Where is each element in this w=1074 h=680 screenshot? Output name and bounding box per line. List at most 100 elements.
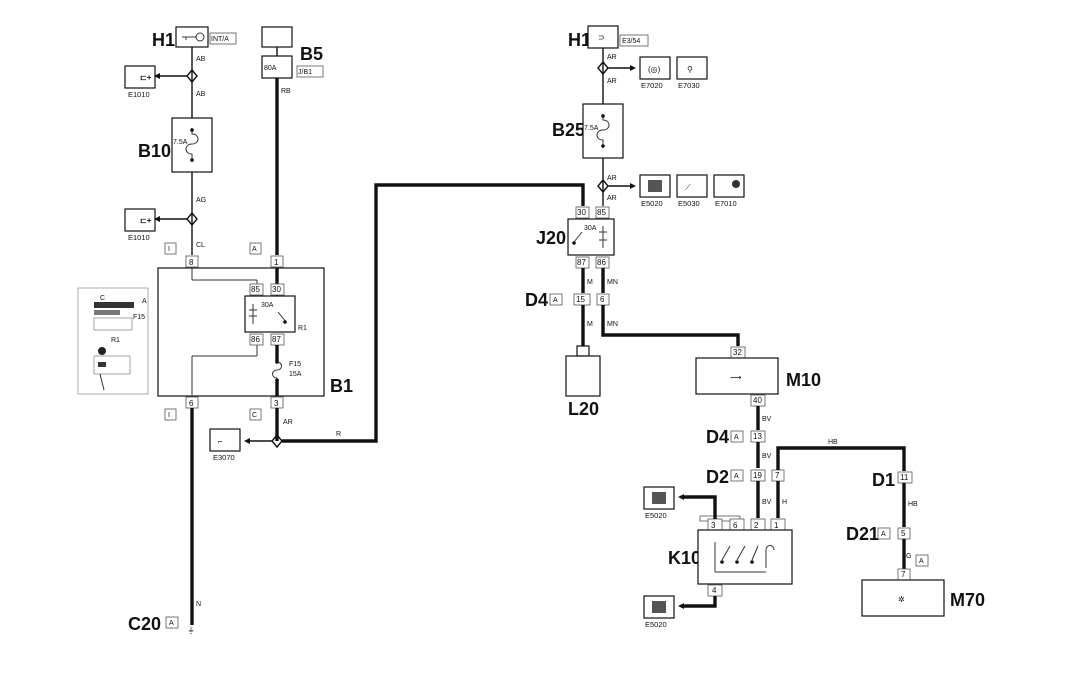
m70-label: M70 xyxy=(950,590,985,610)
svg-text:R1: R1 xyxy=(111,337,120,344)
svg-text:15A: 15A xyxy=(289,371,302,378)
b1-label: B1 xyxy=(330,376,353,396)
svg-text:A: A xyxy=(142,298,147,305)
svg-text:BV: BV xyxy=(762,499,772,506)
battery-b5-icon xyxy=(261,26,293,48)
svg-text:11: 11 xyxy=(900,473,909,482)
b10-label: B10 xyxy=(138,141,171,161)
svg-text:I: I xyxy=(168,246,170,253)
svg-text:AR: AR xyxy=(607,54,617,61)
svg-text:5: 5 xyxy=(901,529,906,538)
svg-text:G: G xyxy=(906,553,911,560)
wire-r xyxy=(282,183,585,443)
ground-icon: ⏚ xyxy=(187,626,195,635)
svg-text:86: 86 xyxy=(597,258,606,267)
battery-icon xyxy=(124,65,156,89)
svg-text:7: 7 xyxy=(775,471,780,480)
svg-text:80A: 80A xyxy=(264,65,277,72)
svg-text:HB: HB xyxy=(908,501,918,508)
relay-coil-symbol xyxy=(249,304,257,324)
d4-top-label: D4 xyxy=(525,290,548,310)
l20-label: L20 xyxy=(568,399,599,419)
svg-text:⚲: ⚲ xyxy=(687,65,693,74)
svg-text:E3070: E3070 xyxy=(213,453,235,462)
svg-text:E1010: E1010 xyxy=(128,90,150,99)
svg-text:13: 13 xyxy=(753,432,762,441)
sensor-icon xyxy=(676,174,708,198)
motor-m10 xyxy=(695,357,779,395)
svg-text:15: 15 xyxy=(576,295,585,304)
fan-icon: ✲ xyxy=(898,595,905,604)
switch-k10 xyxy=(697,529,793,585)
h1-right-label: H1 xyxy=(568,30,591,50)
wire-mn xyxy=(601,305,740,346)
svg-text:E1010: E1010 xyxy=(128,233,150,242)
battery-icon-2 xyxy=(124,208,156,232)
svg-text:30: 30 xyxy=(272,285,281,294)
svg-text:30A: 30A xyxy=(584,225,597,232)
svg-text:A: A xyxy=(734,434,739,441)
svg-text:A: A xyxy=(169,620,174,627)
fuel-pump-icon: ⟿ xyxy=(730,373,742,382)
key-icon xyxy=(182,32,205,42)
svg-text:E7010: E7010 xyxy=(715,199,737,208)
svg-text:MN: MN xyxy=(607,321,618,328)
svg-text:R1: R1 xyxy=(298,325,307,332)
svg-text:6: 6 xyxy=(733,521,738,530)
svg-text:A: A xyxy=(252,246,257,253)
svg-text:1: 1 xyxy=(774,521,779,530)
svg-text:H: H xyxy=(782,499,787,506)
svg-text:3: 3 xyxy=(274,399,279,408)
seat-icon xyxy=(209,428,241,452)
svg-text:M: M xyxy=(587,321,593,328)
svg-text:⊏+: ⊏+ xyxy=(140,216,152,225)
svg-text:2: 2 xyxy=(754,521,759,530)
svg-text:F15: F15 xyxy=(133,314,145,321)
svg-text:30A: 30A xyxy=(261,302,274,309)
svg-text:85: 85 xyxy=(251,285,260,294)
svg-text:AR: AR xyxy=(607,195,617,202)
svg-text:AB: AB xyxy=(196,91,206,98)
body-computer-b1 xyxy=(157,267,325,397)
splice-node xyxy=(186,68,198,84)
svg-text:E7020: E7020 xyxy=(641,81,663,90)
svg-text:(◎): (◎) xyxy=(648,65,661,74)
svg-text:HB: HB xyxy=(828,439,838,446)
switch-contacts-symbol xyxy=(714,542,775,573)
svg-text:30: 30 xyxy=(577,208,586,217)
svg-text:E7030: E7030 xyxy=(678,81,700,90)
svg-text:F15: F15 xyxy=(289,361,301,368)
svg-text:AR: AR xyxy=(607,78,617,85)
svg-text:E5020: E5020 xyxy=(645,620,667,629)
svg-text:A: A xyxy=(553,297,558,304)
svg-text:1: 1 xyxy=(274,258,279,267)
svg-text:85: 85 xyxy=(597,208,606,217)
svg-text:A: A xyxy=(734,473,739,480)
svg-text:4: 4 xyxy=(712,586,717,595)
d1-label: D1 xyxy=(872,470,895,490)
code-key-icon xyxy=(713,174,745,198)
svg-text:E5030: E5030 xyxy=(678,199,700,208)
svg-text:CL: CL xyxy=(196,242,205,249)
svg-text:7.5A: 7.5A xyxy=(173,139,188,146)
h1-left-label: H1 xyxy=(152,30,175,50)
relay-j20 xyxy=(567,218,615,256)
svg-text:86: 86 xyxy=(251,335,260,344)
svg-text:⟋: ⟋ xyxy=(685,183,691,192)
svg-text:E3/54: E3/54 xyxy=(622,38,640,45)
svg-text:C: C xyxy=(252,412,257,419)
j20-label: J20 xyxy=(536,228,566,248)
svg-text:MN: MN xyxy=(607,279,618,286)
svg-text:AR: AR xyxy=(607,175,617,182)
abs-icon xyxy=(639,56,671,80)
svg-text:A: A xyxy=(881,531,886,538)
svg-text:6: 6 xyxy=(600,295,605,304)
d21-label: D21 xyxy=(846,524,879,544)
svg-text:8: 8 xyxy=(189,258,194,267)
svg-text:I: I xyxy=(168,412,170,419)
lock-icon: ⊃ xyxy=(598,33,605,42)
svg-text:87: 87 xyxy=(272,335,281,344)
svg-text:RB: RB xyxy=(281,88,291,95)
svg-text:E5020: E5020 xyxy=(641,199,663,208)
